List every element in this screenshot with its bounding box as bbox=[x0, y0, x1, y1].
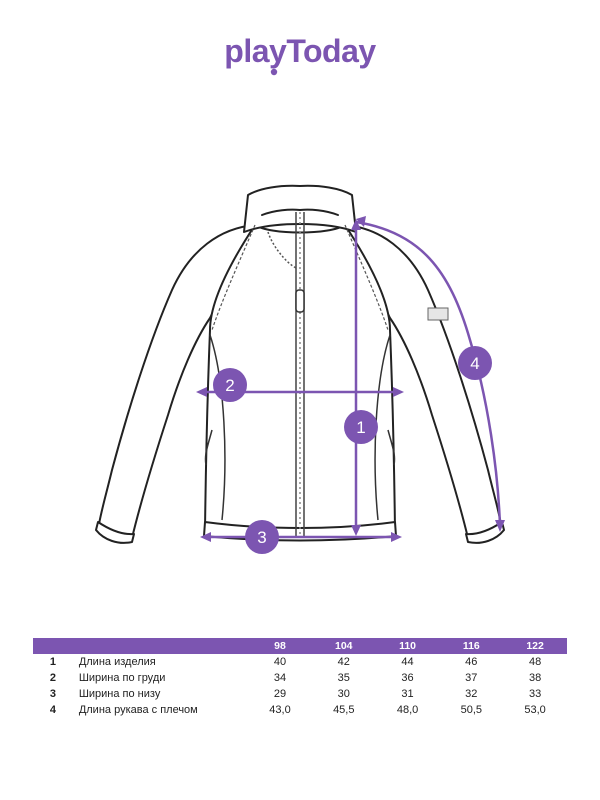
row-value: 30 bbox=[337, 688, 350, 700]
table-row: 1 Длина изделия 40 42 44 46 48 bbox=[33, 654, 567, 670]
row-value: 33 bbox=[528, 688, 542, 700]
row-value: 38 bbox=[528, 672, 542, 684]
marker-3: 3 bbox=[245, 520, 279, 554]
header-size: 110 bbox=[399, 640, 417, 652]
row-number: 2 bbox=[49, 672, 56, 684]
header-name bbox=[73, 638, 248, 654]
table-row: 3 Ширина по низу 29 30 31 32 33 bbox=[33, 686, 567, 702]
row-value: 53,0 bbox=[524, 704, 546, 716]
row-value: 42 bbox=[337, 656, 350, 668]
header-size: 104 bbox=[335, 640, 353, 652]
marker-4: 4 bbox=[458, 346, 492, 380]
row-value: 45,5 bbox=[333, 704, 355, 716]
row-value: 44 bbox=[401, 656, 414, 668]
svg-text:3: 3 bbox=[257, 528, 266, 547]
row-value: 34 bbox=[273, 672, 287, 684]
row-value: 36 bbox=[401, 672, 414, 684]
row-value: 50,5 bbox=[460, 704, 483, 716]
row-name: Длина рукава с плечом bbox=[78, 704, 198, 716]
table-row: 2 Ширина по груди 34 35 36 37 38 bbox=[33, 670, 567, 686]
table-header-row: 98 104 110 116 122 bbox=[33, 638, 567, 654]
row-name: Ширина по низу bbox=[78, 688, 161, 700]
row-number: 1 bbox=[49, 656, 56, 668]
row-value: 48 bbox=[528, 656, 542, 668]
header-number bbox=[33, 638, 73, 654]
jacket-diagram: 1 2 3 4 bbox=[0, 170, 600, 560]
row-value: 46 bbox=[465, 656, 478, 668]
row-value: 48,0 bbox=[396, 704, 419, 716]
row-value: 43,0 bbox=[269, 704, 291, 716]
row-value: 32 bbox=[465, 688, 478, 700]
table-row: 4 Длина рукава с плечом 43,0 45,5 48,0 5… bbox=[33, 702, 567, 718]
logo-dot bbox=[270, 68, 278, 76]
row-value: 40 bbox=[273, 656, 287, 668]
logo-wordmark: playToday bbox=[224, 33, 376, 69]
row-number: 3 bbox=[49, 688, 56, 700]
header-size: 98 bbox=[274, 640, 286, 652]
header-size: 116 bbox=[462, 640, 480, 652]
svg-text:4: 4 bbox=[470, 354, 479, 373]
row-name: Ширина по груди bbox=[78, 672, 166, 684]
row-value: 29 bbox=[273, 688, 287, 700]
size-table: 98 104 110 116 122 1 Длина изделия 40 42… bbox=[33, 638, 567, 718]
svg-text:1: 1 bbox=[356, 418, 365, 437]
jacket-sketch: 1 2 3 4 bbox=[95, 184, 505, 554]
row-number: 4 bbox=[49, 704, 56, 716]
row-value: 35 bbox=[337, 672, 350, 684]
marker-2: 2 bbox=[213, 368, 247, 402]
row-value: 31 bbox=[401, 688, 414, 700]
row-name: Длина изделия bbox=[78, 656, 156, 668]
brand-logo: playToday bbox=[0, 30, 600, 90]
svg-text:2: 2 bbox=[225, 376, 234, 395]
row-value: 37 bbox=[465, 672, 478, 684]
marker-1: 1 bbox=[344, 410, 378, 444]
header-size: 122 bbox=[526, 640, 544, 652]
